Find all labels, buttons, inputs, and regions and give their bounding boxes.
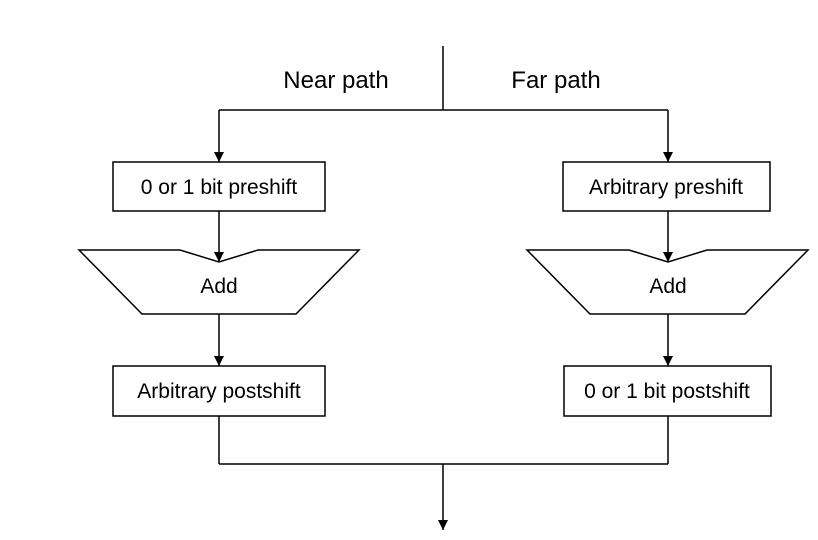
near-postshift-label: Arbitrary postshift: [137, 380, 301, 403]
far-postshift-label: 0 or 1 bit postshift: [584, 380, 750, 403]
far-path-title: Far path: [511, 67, 600, 94]
near-path-title: Near path: [283, 67, 388, 94]
near-preshift-box: [112, 161, 326, 212]
far-preshift-label: Arbitrary preshift: [589, 176, 743, 199]
far-adder-shape: [525, 249, 810, 315]
near-postshift-box: [112, 365, 326, 417]
near-preshift-label: 0 or 1 bit preshift: [141, 176, 298, 199]
near-adder-shape: [77, 249, 361, 315]
far-preshift-box: [562, 161, 771, 212]
near-add-label: Add: [200, 275, 237, 298]
far-add-label: Add: [649, 275, 686, 298]
